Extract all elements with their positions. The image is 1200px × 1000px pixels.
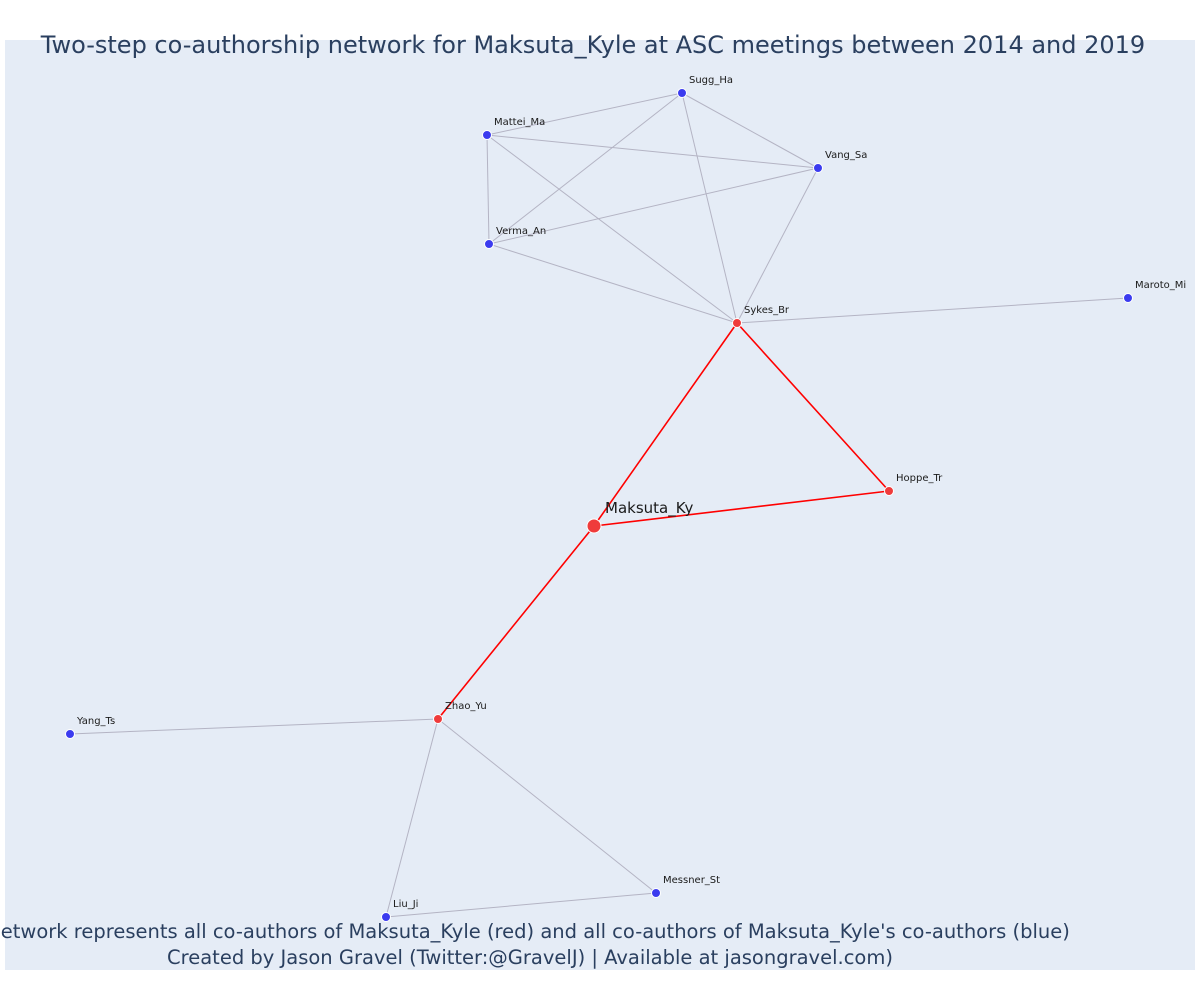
node-hoppe-tr	[884, 486, 894, 496]
edge-sykes-br-vang-sa	[736, 167, 819, 324]
edge-maksuta-ky-zhao-yu	[437, 525, 595, 720]
node-label-messner-st: Messner_St	[663, 875, 720, 886]
node-label-zhao-yu: Zhao_Yu	[445, 701, 487, 712]
edge-sykes-br-verma-an	[488, 243, 738, 324]
node-sugg-ha	[677, 88, 687, 98]
node-label-vang-sa: Vang_Sa	[825, 150, 867, 161]
edge-maksuta-ky-hoppe-tr	[593, 490, 890, 527]
node-label-mattei-ma: Mattei_Ma	[494, 117, 545, 128]
edges-layer	[69, 92, 1129, 918]
edge-liu-ji-messner-st	[385, 892, 657, 918]
node-label-hoppe-tr: Hoppe_Tr	[896, 473, 943, 484]
node-mattei-ma	[482, 130, 492, 140]
edge-sykes-br-mattei-ma	[486, 134, 738, 324]
node-liu-ji	[381, 912, 391, 922]
edge-zhao-yu-yang-ts	[69, 718, 439, 735]
edge-zhao-yu-messner-st	[437, 718, 657, 894]
nodes-layer	[65, 88, 1133, 922]
node-messner-st	[651, 888, 661, 898]
node-label-verma-an: Verma_An	[496, 226, 546, 237]
edge-vang-sa-verma-an	[488, 167, 819, 245]
node-verma-an	[484, 239, 494, 249]
edge-sykes-br-maroto-mi	[736, 297, 1129, 324]
node-label-maksuta-ky: Maksuta_Ky	[605, 499, 693, 518]
node-label-sykes-br: Sykes_Br	[744, 305, 790, 316]
node-sykes-br	[732, 318, 742, 328]
node-zhao-yu	[433, 714, 443, 724]
edge-sugg-ha-verma-an	[488, 92, 683, 245]
plot-background	[5, 40, 1195, 970]
chart-title: Two-step co-authorship network for Maksu…	[40, 31, 1145, 59]
edge-mattei-ma-vang-sa	[486, 134, 819, 169]
edge-sugg-ha-mattei-ma	[486, 92, 683, 136]
node-vang-sa	[813, 163, 823, 173]
node-label-liu-ji: Liu_Ji	[393, 899, 418, 910]
node-yang-ts	[65, 729, 75, 739]
edge-sykes-br-sugg-ha	[681, 92, 738, 324]
node-maroto-mi	[1123, 293, 1133, 303]
node-label-yang-ts: Yang_Ts	[76, 716, 115, 727]
edge-zhao-yu-liu-ji	[385, 718, 439, 918]
edge-sykes-br-hoppe-tr	[736, 322, 890, 492]
node-label-sugg-ha: Sugg_Ha	[689, 75, 733, 86]
node-maksuta-ky	[586, 518, 602, 534]
caption-line-1: Network represents all co-authors of Mak…	[0, 920, 1070, 943]
edge-maksuta-ky-sykes-br	[593, 322, 738, 527]
edge-mattei-ma-verma-an	[486, 134, 490, 245]
caption-line-2: Created by Jason Gravel (Twitter:@Gravel…	[167, 946, 893, 969]
edge-sugg-ha-vang-sa	[681, 92, 819, 169]
node-label-maroto-mi: Maroto_Mi	[1135, 280, 1186, 291]
